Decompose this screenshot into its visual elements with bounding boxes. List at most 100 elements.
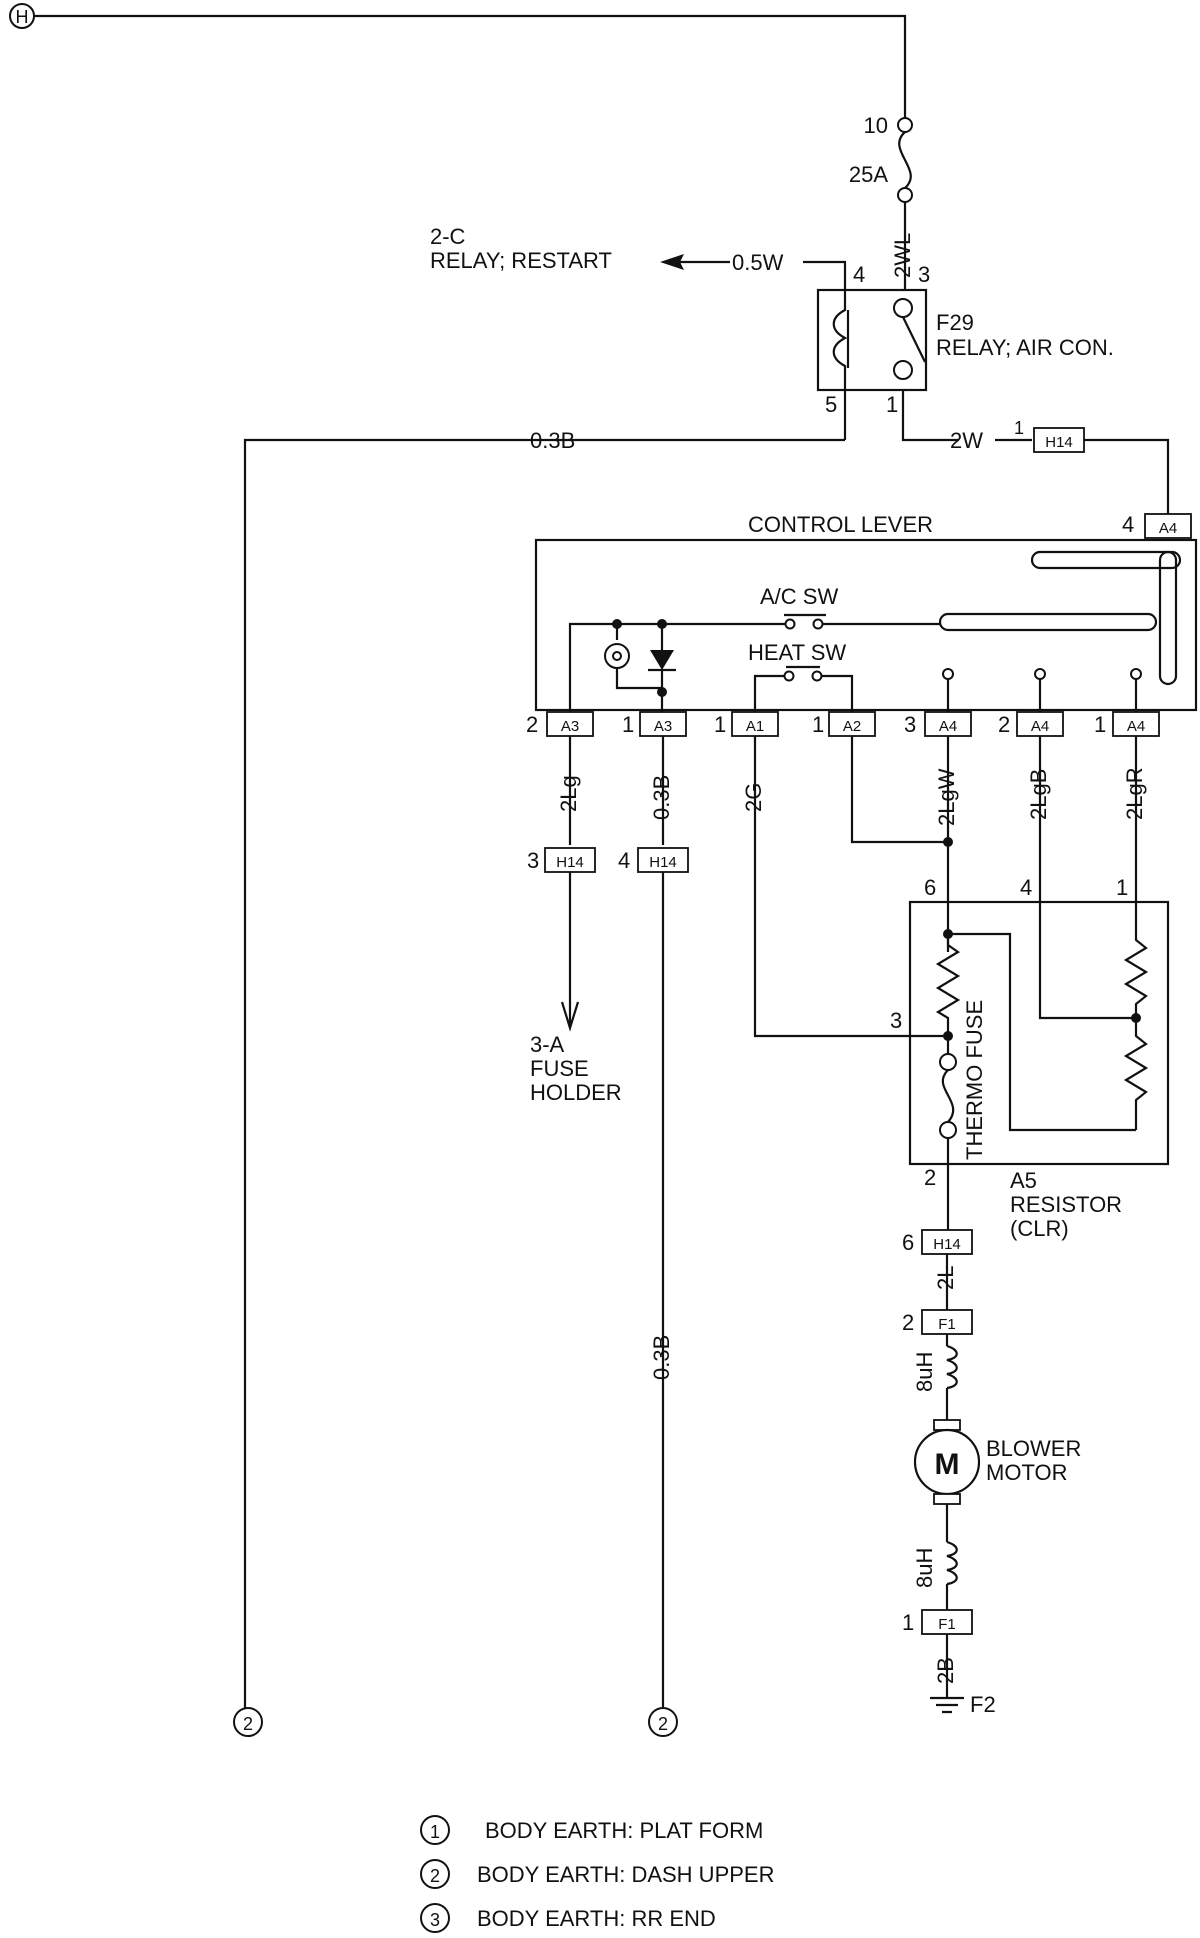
wire-2wl-label: 2WL — [890, 233, 915, 278]
control-lever-title: CONTROL LEVER — [748, 512, 933, 537]
f1-connector-bottom — [921, 1609, 973, 1635]
blower-line2: MOTOR — [986, 1460, 1067, 1485]
wire-a2-to-2lgw: 2LgW — [850, 736, 959, 952]
f1-label-bottom: F1 — [938, 1616, 956, 1633]
legend: 1 BODY EARTH: PLAT FORM 2 BODY EARTH: DA… — [420, 1815, 774, 1933]
h14-top-label: H14 — [1045, 434, 1073, 451]
inductor-bottom-label: 8uH — [912, 1548, 937, 1588]
h14-pin-6: 6 — [902, 1230, 914, 1255]
a4-connector-2 — [1016, 711, 1064, 737]
wire-2l-label: 2L — [933, 1266, 958, 1290]
relay-pin-4: 4 — [853, 262, 865, 287]
resistor-pin-1: 1 — [1116, 875, 1128, 900]
thermo-fuse-label: THERMO FUSE — [962, 1000, 987, 1160]
legend-text: BODY EARTH: PLAT FORM — [485, 1818, 763, 1843]
diode-icon — [650, 650, 674, 670]
legend-num: 3 — [430, 1910, 440, 1930]
resistor-pin-6: 6 — [924, 875, 936, 900]
h14-connector-top — [1033, 427, 1085, 453]
a4-label-3: A4 — [939, 718, 957, 735]
relay-pin-3: 3 — [918, 262, 930, 287]
fuse-rating: 25A — [849, 162, 888, 187]
a3-pin-1: 1 — [622, 712, 634, 737]
f1-label-top: F1 — [938, 1316, 956, 1333]
a4-pin-3: 3 — [904, 712, 916, 737]
relay-box — [816, 288, 928, 392]
a1-pin-1: 1 — [714, 712, 726, 737]
a3-connector-1 — [546, 711, 594, 737]
resistor-pin-4: 4 — [1020, 875, 1032, 900]
resistor-id: A5 — [1010, 1168, 1037, 1193]
legend-item: 1 BODY EARTH: PLAT FORM — [420, 1815, 763, 1845]
fuse-holder-line1: FUSE — [530, 1056, 589, 1081]
relay-name: RELAY; AIR CON. — [936, 335, 1114, 360]
connector-h-label: H — [16, 7, 29, 27]
wire-2lgw-label: 2LgW — [934, 768, 959, 826]
wire-2lgb-label: 2LgB — [1026, 769, 1051, 820]
a4-label-1: A4 — [1127, 718, 1145, 735]
resistor-name: RESISTOR — [1010, 1192, 1122, 1217]
ac-sw-label: A/C SW — [760, 584, 838, 609]
relay-f29: 4 3 5 1 F29 RELAY; AIR CON. — [816, 262, 1114, 442]
h14-pin-4: 4 — [618, 848, 630, 873]
a1-label: A1 — [746, 718, 764, 735]
a4-connector-3 — [924, 711, 972, 737]
wire-03b-left-label: 0.3B — [530, 428, 575, 453]
h14-pin-1: 1 — [1014, 418, 1024, 438]
control-lever: CONTROL LEVER A/C SW HEAT SW — [534, 512, 1198, 725]
legend-num: 2 — [430, 1866, 440, 1886]
relay-id: F29 — [936, 310, 974, 335]
a3-pin-2: 2 — [526, 712, 538, 737]
blower-line1: BLOWER — [986, 1436, 1081, 1461]
a4-pin-2: 2 — [998, 712, 1010, 737]
f1-connector-top — [921, 1309, 973, 1335]
wire-2lgb: 2LgB — [1026, 736, 1136, 1020]
control-lever-box — [534, 538, 1198, 712]
wire-2g-label: 2G — [741, 783, 766, 812]
relay-restart-page: 2-C — [430, 224, 466, 249]
ground-mid-label: 2 — [658, 1714, 668, 1734]
wire-2lg-label: 2Lg — [556, 775, 581, 812]
relay-restart-ref: 2-C RELAY; RESTART 0.5W — [430, 224, 847, 290]
a4-top-pin: 4 — [1122, 512, 1134, 537]
h14-pin-3: 3 — [527, 848, 539, 873]
a4-label-2: A4 — [1031, 718, 1049, 735]
wire-2w-label: 2W — [950, 428, 983, 453]
relay-pin-5: 5 — [825, 392, 837, 417]
wire-2lgr-label: 2LgR — [1122, 767, 1147, 820]
resistor-pin-2: 2 — [924, 1165, 936, 1190]
feed-h: H — [9, 3, 907, 118]
ground-left-wire: 0.3B 2 — [233, 428, 845, 1737]
relay-pin-1: 1 — [886, 392, 898, 417]
fuse-25a: 10 25A 2WL — [849, 113, 915, 290]
wire-2lgr: 2LgR — [1122, 736, 1147, 930]
fuse-holder-page: 3-A — [530, 1032, 565, 1057]
wire-2lg: 2Lg 3 H14 3-A FUSE HOLDER — [527, 736, 622, 1105]
inductor-top-label: 8uH — [912, 1352, 937, 1392]
h14-label-4: H14 — [649, 854, 677, 871]
f1-pin-1: 1 — [902, 1610, 914, 1635]
ground-mid-symbol — [648, 1707, 678, 1737]
a2-pin-1: 1 — [812, 712, 824, 737]
a1-connector — [731, 711, 779, 737]
control-lever-connectors: 2 A3 1 A3 1 A1 1 A2 3 A4 2 A4 1 A4 — [526, 711, 1160, 737]
h14-label-3: H14 — [556, 854, 584, 871]
resistor-pin-3: 3 — [890, 1008, 902, 1033]
a3-label-2: A3 — [654, 718, 672, 735]
legend-item: 2 BODY EARTH: DASH UPPER — [420, 1859, 774, 1889]
wire-2b-label: 2B — [933, 1657, 958, 1684]
a4-pin-1: 1 — [1094, 712, 1106, 737]
a4-connector-top — [1144, 513, 1192, 539]
a2-connector — [828, 711, 876, 737]
ground-left-label: 2 — [243, 1714, 253, 1734]
heat-sw-label: HEAT SW — [748, 640, 846, 665]
legend-num: 1 — [430, 1822, 440, 1842]
motor-symbol: M — [935, 1448, 960, 1481]
a4-connector-1 — [1112, 711, 1160, 737]
h14-label-6: H14 — [933, 1236, 961, 1253]
wire-2g: 2G — [741, 736, 950, 1038]
relay-restart-name: RELAY; RESTART — [430, 248, 612, 273]
resistor-sub: (CLR) — [1010, 1216, 1069, 1241]
a2-label: A2 — [843, 718, 861, 735]
h14-connector-3 — [544, 847, 596, 873]
